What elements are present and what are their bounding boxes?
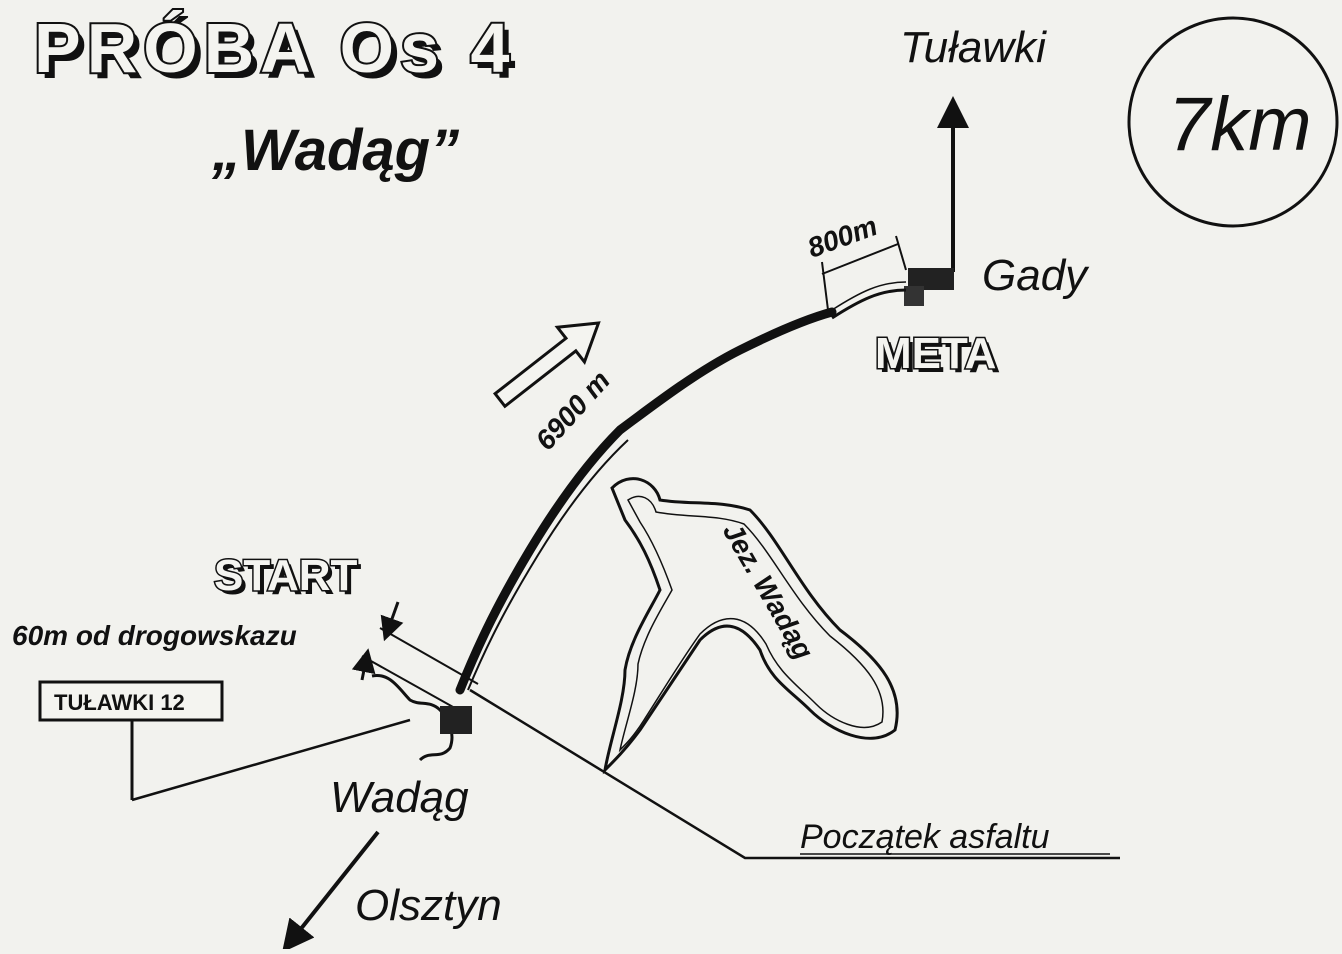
road-segment-800m: [831, 288, 907, 320]
label-asphalt: Początek asfaltu: [800, 818, 1050, 856]
village-street: [371, 673, 454, 762]
map-subtitle: „Wadąg”: [211, 118, 459, 183]
direction-arrow: [492, 321, 601, 409]
route-edge: [467, 439, 629, 691]
map-title: PRÓBA Os 4: [34, 9, 515, 87]
distance-badge: 7km: [1168, 82, 1312, 167]
start-dim-arrow-b: [351, 648, 376, 681]
distance-badge-circle: [1127, 16, 1339, 228]
label-lake: Jez. Wadąg: [717, 518, 820, 665]
start-dim-line-a: [379, 627, 479, 685]
dim-tick-800m-b: [895, 235, 907, 271]
start-dim-line-b: [361, 655, 463, 713]
dim-tick-800m-a: [821, 261, 829, 311]
road-segment-800m-edge: [831, 281, 907, 311]
label-start: START: [214, 551, 358, 600]
lake-contour: [618, 495, 884, 753]
road-sign-leader: [131, 718, 411, 802]
label-meta-shadow: META: [879, 333, 1000, 382]
gady-village-block-2: [904, 286, 924, 306]
road-sign-text: TUŁAWKI 12: [54, 690, 185, 715]
route-special-stage: [455, 307, 837, 695]
wadag-village-block: [440, 706, 472, 734]
label-gady: Gady: [982, 251, 1090, 300]
lake-shoreline: [602, 477, 899, 775]
asphalt-leader-line: [469, 688, 1120, 860]
arrow-olsztyn: [282, 830, 380, 953]
label-tulawki-top: Tuławki: [900, 23, 1047, 72]
label-olsztyn: Olsztyn: [355, 881, 502, 930]
map-title-shadow: PRÓBA Os 4: [40, 15, 521, 93]
label-start-offset: 60m od drogowskazu: [12, 620, 297, 651]
dim-line-800m: [821, 243, 899, 275]
road-sign: [38, 680, 224, 722]
gady-village-block: [908, 268, 954, 290]
label-start-shadow: START: [218, 555, 362, 604]
label-wadag-village: Wadąg: [330, 773, 469, 822]
start-dim-arrow-a: [380, 601, 404, 642]
label-meta: META: [875, 329, 996, 378]
